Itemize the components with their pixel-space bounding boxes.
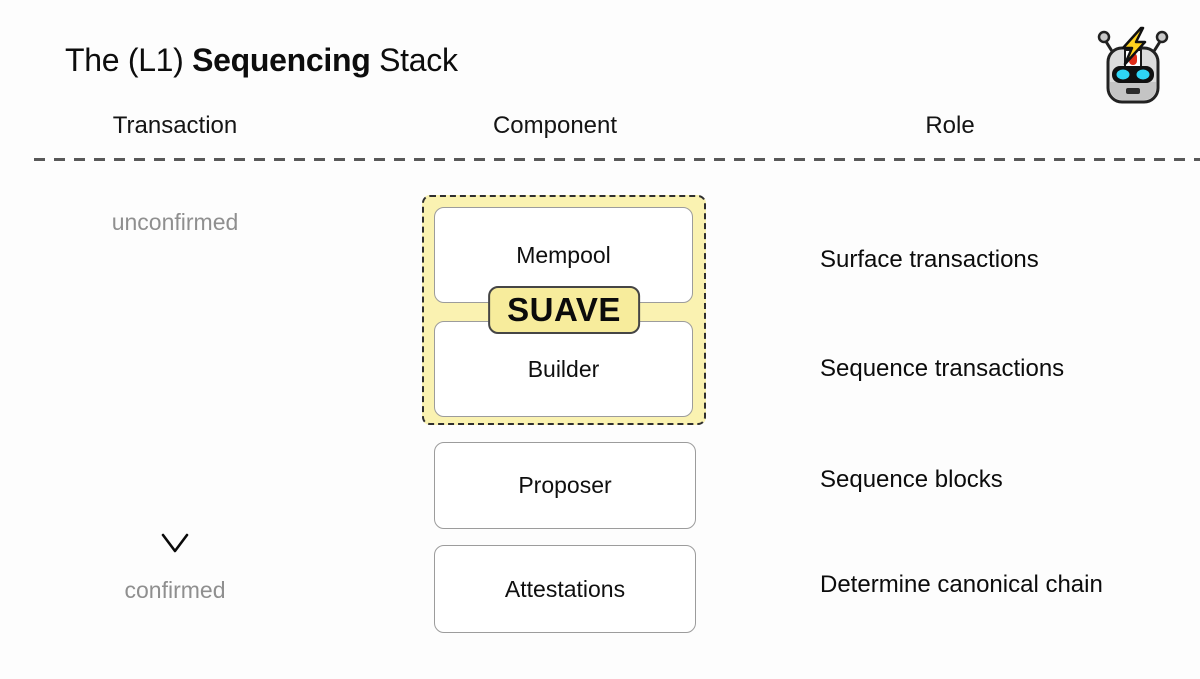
component-label: Builder <box>527 355 600 382</box>
role-sequence-transactions: Sequence transactions <box>820 355 1065 382</box>
page-title: The (L1) Sequencing Stack <box>65 42 458 79</box>
component-label: Attestations <box>504 575 626 602</box>
component-box-proposer: Proposer <box>434 442 696 529</box>
down-arrow-icon <box>161 245 189 553</box>
column-header-component: Component <box>492 112 618 139</box>
role-sequence-blocks: Sequence blocks <box>820 466 1003 493</box>
suave-badge: SUAVE <box>488 286 640 334</box>
component-box-builder: Builder <box>434 321 693 417</box>
component-label: Proposer <box>518 472 612 498</box>
flow-label-confirmed: confirmed <box>124 577 226 603</box>
title-emphasis: Sequencing <box>192 42 371 78</box>
column-header-role: Role <box>925 112 975 139</box>
role-determine-canonical-chain: Determine canonical chain <box>820 571 1103 598</box>
title-prefix: The (L1) <box>65 42 193 78</box>
role-surface-transactions: Surface transactions <box>820 246 1039 273</box>
robot-lightning-icon <box>1097 26 1169 104</box>
flow-label-unconfirmed: unconfirmed <box>111 209 239 235</box>
component-label: Mempool <box>516 241 611 268</box>
title-suffix: Stack <box>370 42 458 78</box>
column-header-transaction: Transaction <box>112 112 238 139</box>
dashed-divider <box>34 158 1200 161</box>
suave-group-box: Mempool Builder SUAVE <box>422 195 706 425</box>
component-box-attestations: Attestations <box>434 545 696 633</box>
